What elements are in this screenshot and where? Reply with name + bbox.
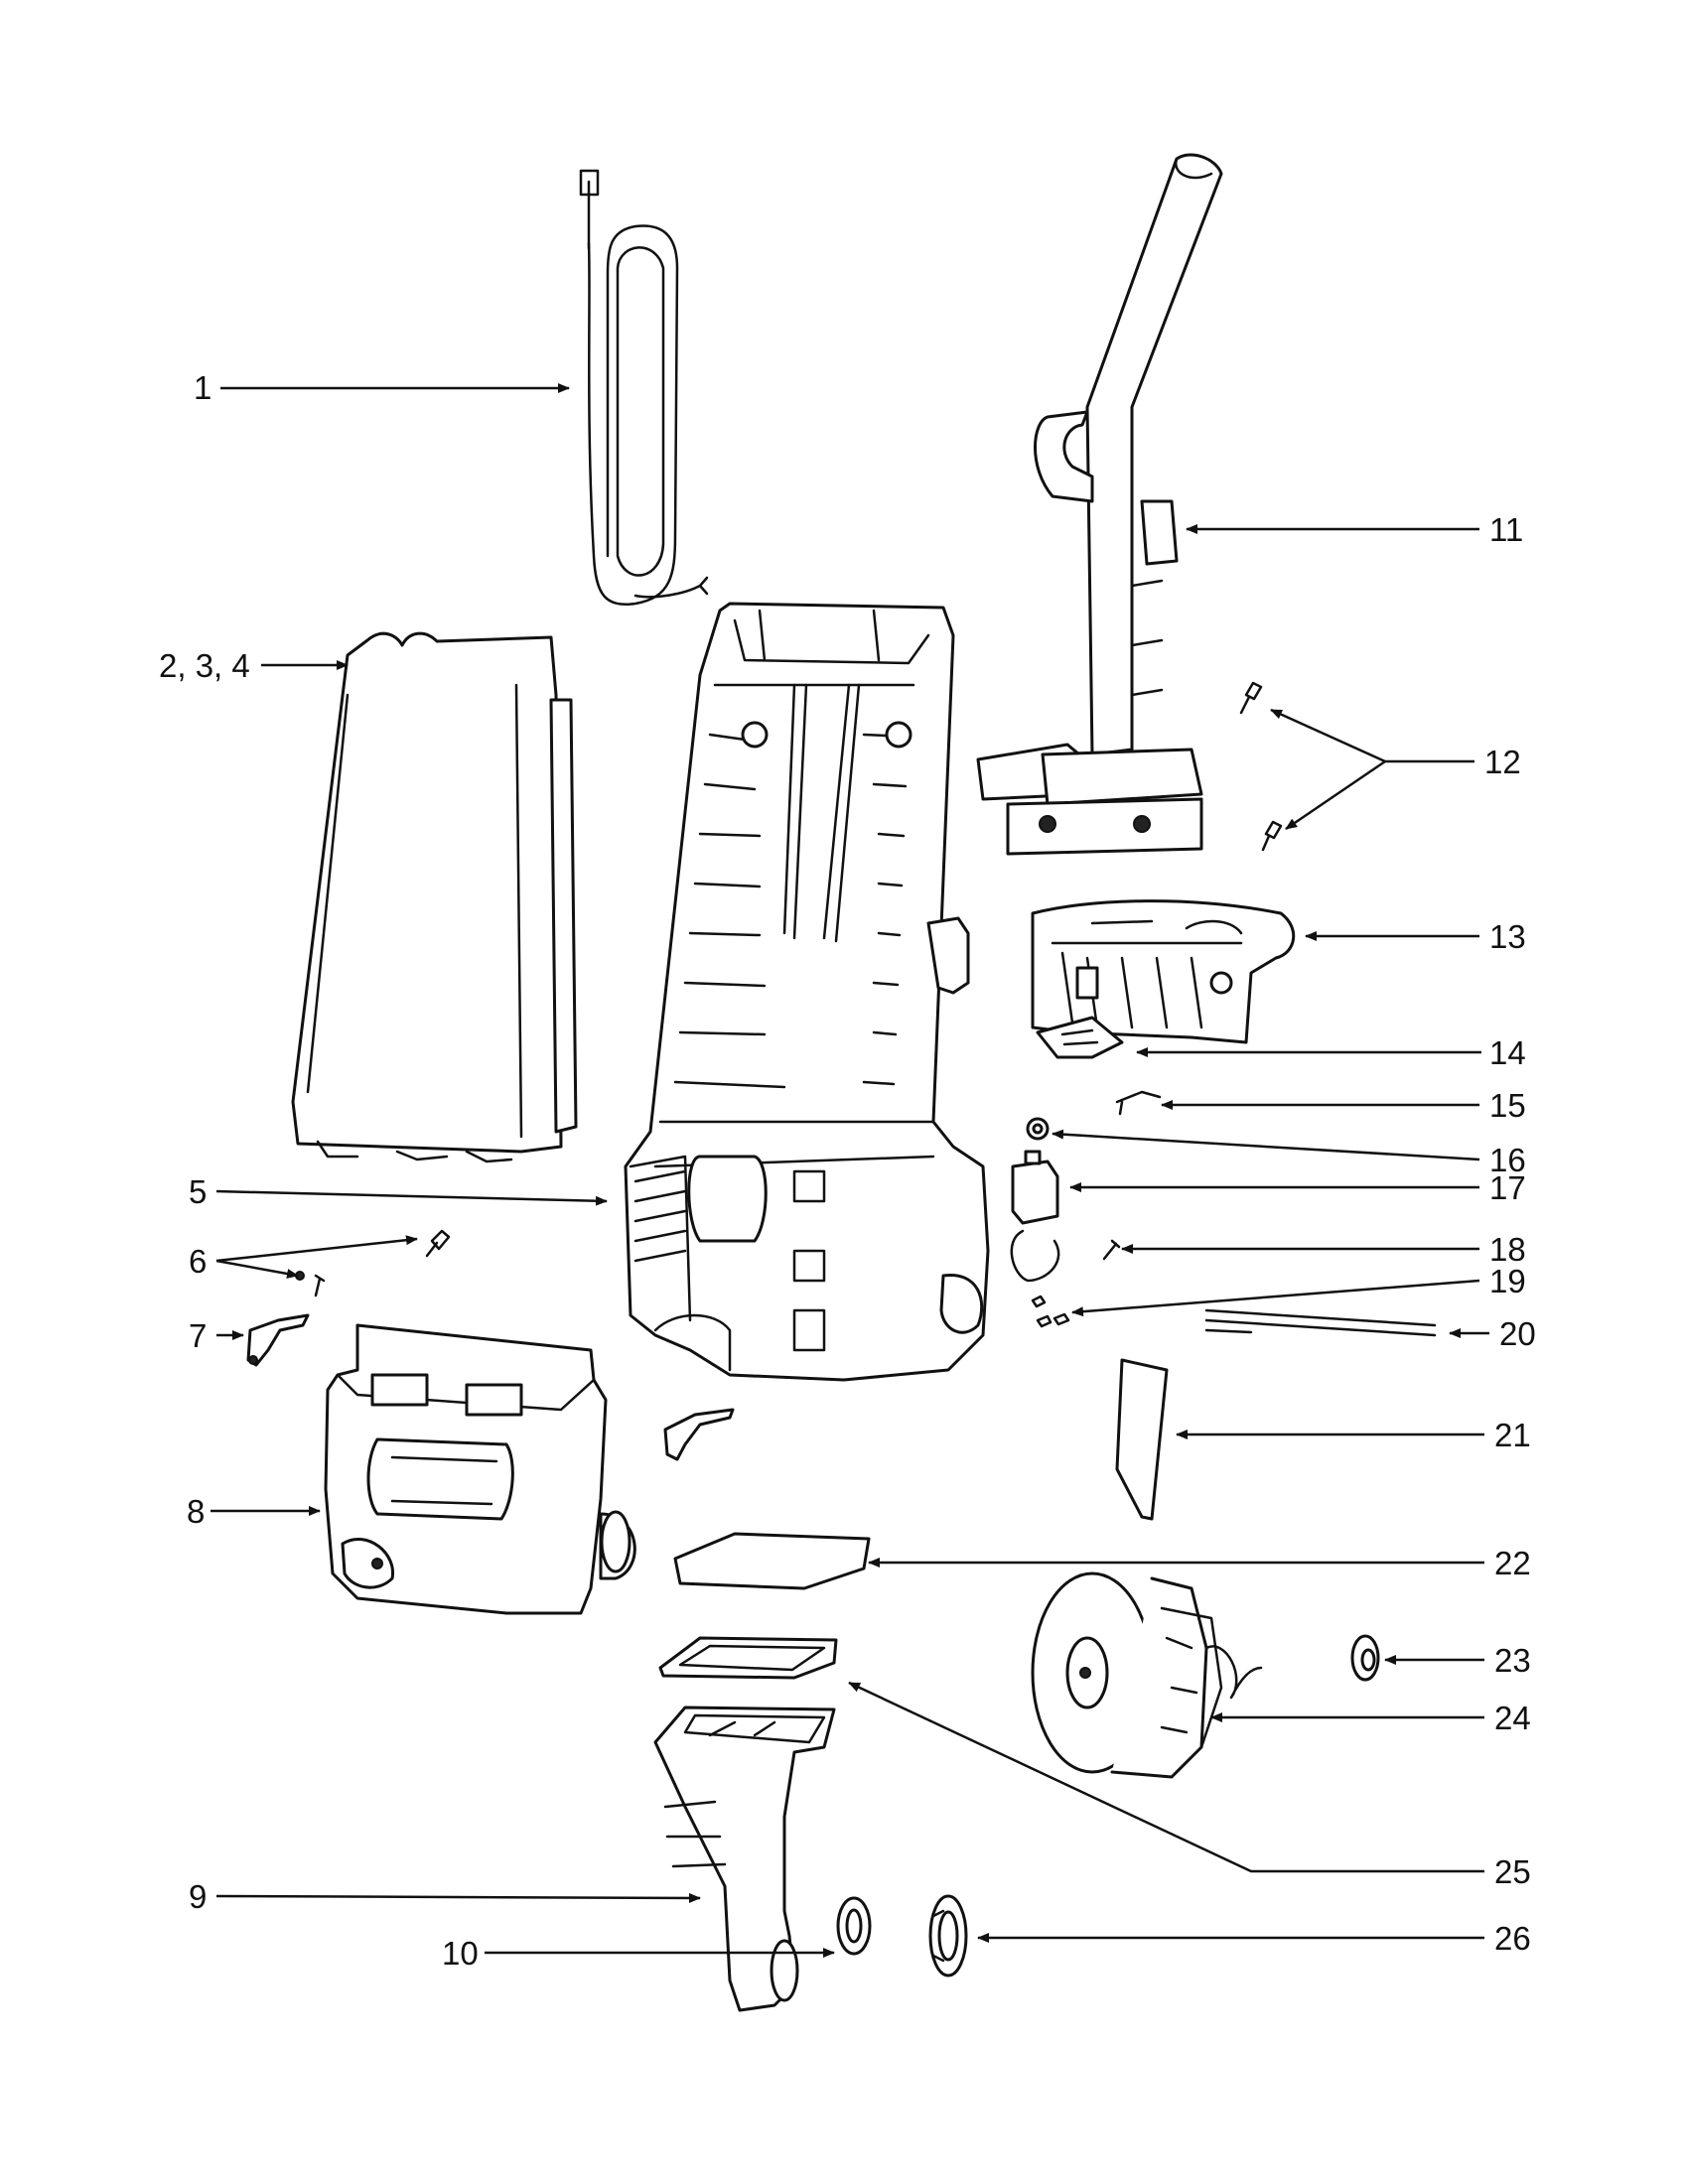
washer-part bbox=[1026, 1117, 1050, 1141]
exhaust-duct-part bbox=[653, 1706, 836, 2012]
callout-2-3-4: 2, 3, 4 bbox=[159, 647, 250, 684]
callout-1: 1 bbox=[194, 369, 211, 406]
callout-7: 7 bbox=[189, 1317, 207, 1354]
handle-part bbox=[976, 153, 1223, 856]
handle-screws-part bbox=[1239, 681, 1283, 852]
callout-14: 14 bbox=[1489, 1034, 1526, 1071]
terminal-clips-part bbox=[1031, 1295, 1070, 1328]
gasket-part bbox=[928, 1894, 968, 1978]
callout-11: 11 bbox=[1489, 511, 1523, 548]
callout-12: 12 bbox=[1484, 744, 1521, 780]
callout-labels: 1 2, 3, 4 5 6 7 8 9 10 11 12 13 14 15 16… bbox=[159, 369, 1536, 1972]
callout-17: 17 bbox=[1489, 1169, 1526, 1206]
callout-15: 15 bbox=[1489, 1087, 1526, 1124]
switch-screw-part bbox=[1102, 1239, 1121, 1261]
grommet-part bbox=[836, 1896, 872, 1956]
filter-panel-part bbox=[1115, 1358, 1169, 1521]
callout-13: 13 bbox=[1489, 918, 1526, 955]
callout-26: 26 bbox=[1494, 1920, 1531, 1957]
filter-frame-part bbox=[658, 1636, 838, 1680]
callout-8: 8 bbox=[187, 1493, 205, 1530]
power-cord-part bbox=[579, 169, 709, 606]
callout-22: 22 bbox=[1494, 1545, 1531, 1581]
callout-23: 23 bbox=[1494, 1642, 1531, 1679]
callout-19: 19 bbox=[1489, 1263, 1526, 1299]
callout-21: 21 bbox=[1494, 1417, 1531, 1453]
nozzle-base-part bbox=[324, 1323, 636, 1615]
callout-16: 16 bbox=[1489, 1142, 1526, 1178]
main-housing-part bbox=[624, 602, 990, 1382]
latch-clip-part bbox=[663, 1408, 735, 1461]
bag-door-panel-part bbox=[291, 631, 578, 1163]
callout-5: 5 bbox=[189, 1173, 207, 1210]
bracket-part bbox=[246, 1313, 310, 1367]
motor-part bbox=[1031, 1571, 1263, 1779]
screw-pair-part bbox=[295, 1229, 451, 1297]
switch-housing-part bbox=[1031, 899, 1296, 1044]
switch-plate-part bbox=[1036, 1016, 1124, 1059]
bushing-part bbox=[1350, 1634, 1380, 1682]
callout-10: 10 bbox=[442, 1935, 479, 1972]
rod-part bbox=[1204, 1308, 1437, 1337]
leader-lines bbox=[210, 383, 1489, 1958]
callout-25: 25 bbox=[1494, 1853, 1531, 1890]
filter-pad-part bbox=[673, 1532, 871, 1590]
spring-part bbox=[1115, 1090, 1162, 1116]
callout-18: 18 bbox=[1489, 1231, 1526, 1268]
callout-9: 9 bbox=[189, 1878, 207, 1915]
callout-6: 6 bbox=[189, 1243, 207, 1280]
callout-24: 24 bbox=[1494, 1700, 1531, 1736]
switch-part bbox=[1010, 1150, 1060, 1283]
callout-20: 20 bbox=[1499, 1315, 1536, 1352]
